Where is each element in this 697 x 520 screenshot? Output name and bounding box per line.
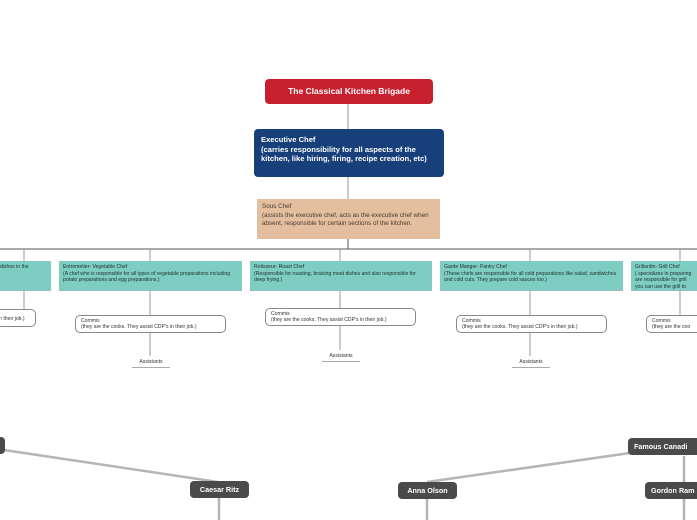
commis-node-left-partial[interactable]: in their job.) — [0, 309, 36, 327]
station-node-left-partial[interactable]: dishes in the — [0, 261, 51, 291]
sous-chef-node[interactable]: Sous Chef (assists the executive chef, a… — [257, 199, 440, 239]
station-node-rotisseur[interactable]: Rotisseur- Roast Chef (Responsible for r… — [250, 261, 432, 291]
commis-node-right-partial[interactable]: Commis (they are the coo — [646, 315, 697, 333]
person-node-left-partial[interactable] — [0, 437, 5, 454]
person-node-gordon-ramsay[interactable]: Gordon Ram — [645, 482, 697, 499]
station-node-garde-manger[interactable]: Garde Manger- Pantry Chef (These chefs a… — [440, 261, 623, 291]
assistants-node-entremetier[interactable]: Assistants — [132, 359, 170, 368]
person-node-anna-olson[interactable]: Anna Olson — [398, 482, 457, 499]
assistants-node-rotisseur[interactable]: Assistants — [322, 353, 360, 362]
assistants-node-garde-manger[interactable]: Assistants — [512, 359, 550, 368]
person-node-famous-canadian[interactable]: Famous Canadi — [628, 438, 697, 455]
diagram-title[interactable]: The Classical Kitchen Brigade — [265, 79, 433, 104]
station-node-grillardin-partial[interactable]: Grillardin- Grill Chef ( specializes in … — [631, 261, 697, 291]
station-node-entremetier[interactable]: Entremetier- Vegetable Chef (A chef who … — [59, 261, 242, 291]
commis-node-garde-manger[interactable]: Commis (they are the cooks. They assist … — [456, 315, 607, 333]
person-node-caesar-ritz[interactable]: Caesar Ritz — [190, 481, 249, 498]
commis-node-rotisseur[interactable]: Commis (they are the cooks. They assist … — [265, 308, 416, 326]
executive-chef-node[interactable]: Executive Chef (carries responsibility f… — [254, 129, 444, 177]
commis-node-entremetier[interactable]: Commis (they are the cooks. They assist … — [75, 315, 226, 333]
